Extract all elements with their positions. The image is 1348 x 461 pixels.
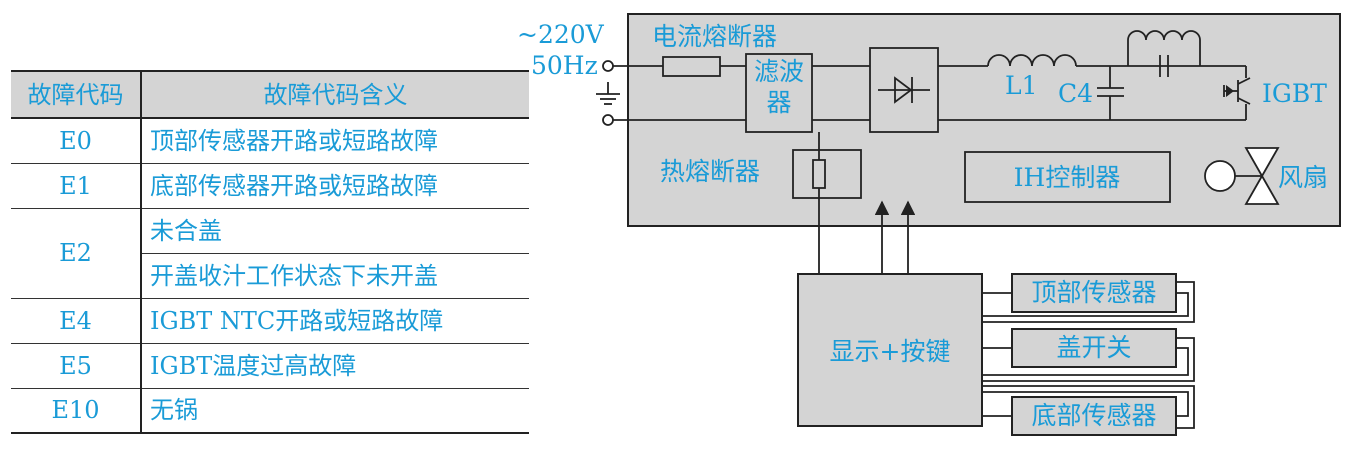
table-row: E10 无锅 (11, 387, 529, 434)
fan-icon (1204, 147, 1280, 205)
fault-meaning: 无锅 (141, 387, 529, 434)
igbt-icon (1223, 66, 1251, 120)
fault-code-table: 故障代码 故障代码含义 E0 顶部传感器开路或短路故障 E1 底部传感器开路或短… (11, 70, 529, 434)
table-header-row: 故障代码 故障代码含义 (11, 70, 529, 119)
frequency-label: 50Hz (531, 51, 598, 80)
fault-meaning: IGBT温度过高故障 (141, 342, 529, 388)
fault-code: E2 (11, 207, 142, 298)
bottom-sensor-block (1011, 396, 1177, 436)
fault-code: E1 (11, 162, 142, 208)
resonant-coil-icon (1127, 30, 1201, 77)
ih-controller-block (964, 151, 1171, 203)
filter-label-line2: 器 (766, 88, 791, 117)
fault-meaning: 顶部传感器开路或短路故障 (150, 126, 438, 155)
table-row: E1 底部传感器开路或短路故障 (11, 162, 529, 208)
ground-icon (596, 82, 620, 105)
table-row: E5 IGBT温度过高故障 (11, 342, 529, 388)
top-sensor-label: 顶部传感器 (1031, 278, 1156, 307)
voltage-label: ~220V (517, 20, 605, 49)
inductor-l1-icon (987, 54, 1077, 67)
fault-code: E5 (11, 342, 142, 388)
fault-meaning: 底部传感器开路或短路故障 (141, 162, 529, 208)
fault-meaning: 开盖收汁工作状态下未开盖 (141, 252, 529, 298)
bottom-sensor-label: 底部传感器 (1031, 401, 1156, 430)
current-fuse-label: 电流熔断器 (652, 22, 777, 51)
fault-code: E0 (11, 118, 142, 163)
thermal-fuse-label: 热熔断器 (660, 157, 760, 186)
ih-controller-label: IH控制器 (1014, 163, 1121, 192)
inductor-label: L1 (1005, 71, 1038, 100)
header-fault-code: 故障代码 (11, 70, 142, 119)
filter-block (745, 53, 813, 133)
lid-switch-block (1011, 328, 1177, 368)
sensor-wiring (982, 281, 1195, 429)
lid-switch-label: 盖开关 (1056, 333, 1131, 362)
filter-label-line1: 滤波 (754, 57, 804, 86)
header-fault-meaning: 故障代码含义 (141, 70, 529, 119)
igbt-label: IGBT (1262, 79, 1327, 108)
table-row: E4 IGBT NTC开路或短路故障 (11, 297, 529, 343)
capacitor-c4-icon (1097, 66, 1124, 120)
fault-meaning: 未合盖 (141, 207, 529, 253)
display-keys-block (797, 273, 983, 427)
display-keys-label: 显示+按键 (830, 337, 951, 366)
table-row: 开盖收汁工作状态下未开盖 (11, 252, 529, 298)
neutral-terminal (602, 114, 614, 126)
fault-code: E10 (11, 387, 142, 434)
capacitor-label: C4 (1058, 79, 1093, 108)
thermal-fuse-block (792, 149, 862, 199)
table-row: E0 顶部传感器开路或短路故障 (11, 118, 529, 163)
table-row: E2 未合盖 (11, 207, 529, 298)
fan-label: 风扇 (1278, 163, 1328, 192)
fault-meaning: IGBT NTC开路或短路故障 (141, 297, 529, 343)
fault-code: E4 (11, 297, 142, 343)
live-terminal (602, 60, 614, 72)
rectifier-bridge (869, 47, 939, 133)
